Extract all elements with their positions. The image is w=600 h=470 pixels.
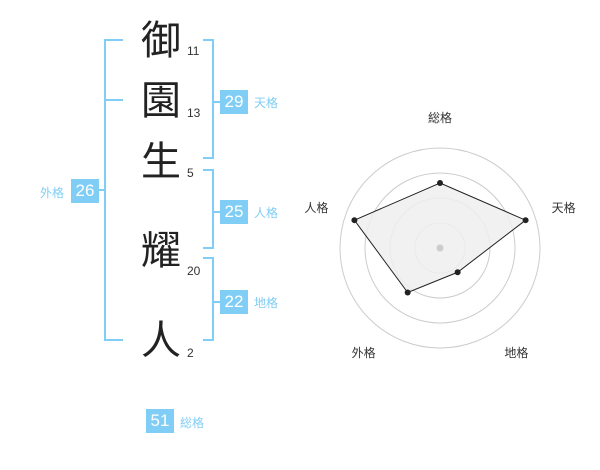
tenkaku-label: 天格 <box>254 96 279 110</box>
name-char-3: 生 <box>141 139 181 185</box>
jinkaku-bracket <box>203 169 214 249</box>
gaikaku-label: 外格 <box>40 186 65 200</box>
radar-point-1 <box>437 180 443 186</box>
name-char-5: 人 <box>141 318 181 364</box>
stroke-count-3: 5 <box>187 166 194 180</box>
stroke-count-1: 11 <box>187 44 200 58</box>
chikaku-label: 地格 <box>254 296 279 310</box>
radar-center-dot <box>436 244 444 252</box>
jinkaku-badge: 25 <box>220 200 248 224</box>
tenkaku-badge: 29 <box>220 90 248 114</box>
radar-point-5 <box>351 217 358 224</box>
chikaku-badge: 22 <box>220 290 248 314</box>
name-char-2: 園 <box>141 78 181 124</box>
radar-ring-3 <box>364 172 516 324</box>
radar-point-4 <box>404 289 411 296</box>
radar-ring-4 <box>339 147 541 349</box>
stroke-count-5: 2 <box>187 346 194 360</box>
radar-axis-label-5: 人格 <box>304 200 328 215</box>
chikaku-bracket <box>203 257 214 341</box>
radar-axis-label-4: 外格 <box>352 345 376 360</box>
radar-point-3 <box>454 269 461 276</box>
jinkaku-label: 人格 <box>254 206 279 220</box>
stroke-count-4: 20 <box>187 264 201 278</box>
gaikaku-badge: 26 <box>71 179 99 203</box>
radar-axis-label-3: 地格 <box>504 345 528 360</box>
tenkaku-bracket <box>203 39 214 159</box>
radar-axis-label-1: 総格 <box>428 110 452 125</box>
soukaku-badge: 51 <box>146 409 174 433</box>
soukaku-label: 総格 <box>180 416 205 430</box>
name-char-4: 耀 <box>141 228 181 274</box>
stroke-count-2: 13 <box>187 106 201 120</box>
name-char-1: 御 <box>141 18 181 64</box>
radar-polygon <box>353 182 527 294</box>
radar-point-2 <box>522 217 529 224</box>
radar-axis-label-2: 天格 <box>552 200 576 215</box>
